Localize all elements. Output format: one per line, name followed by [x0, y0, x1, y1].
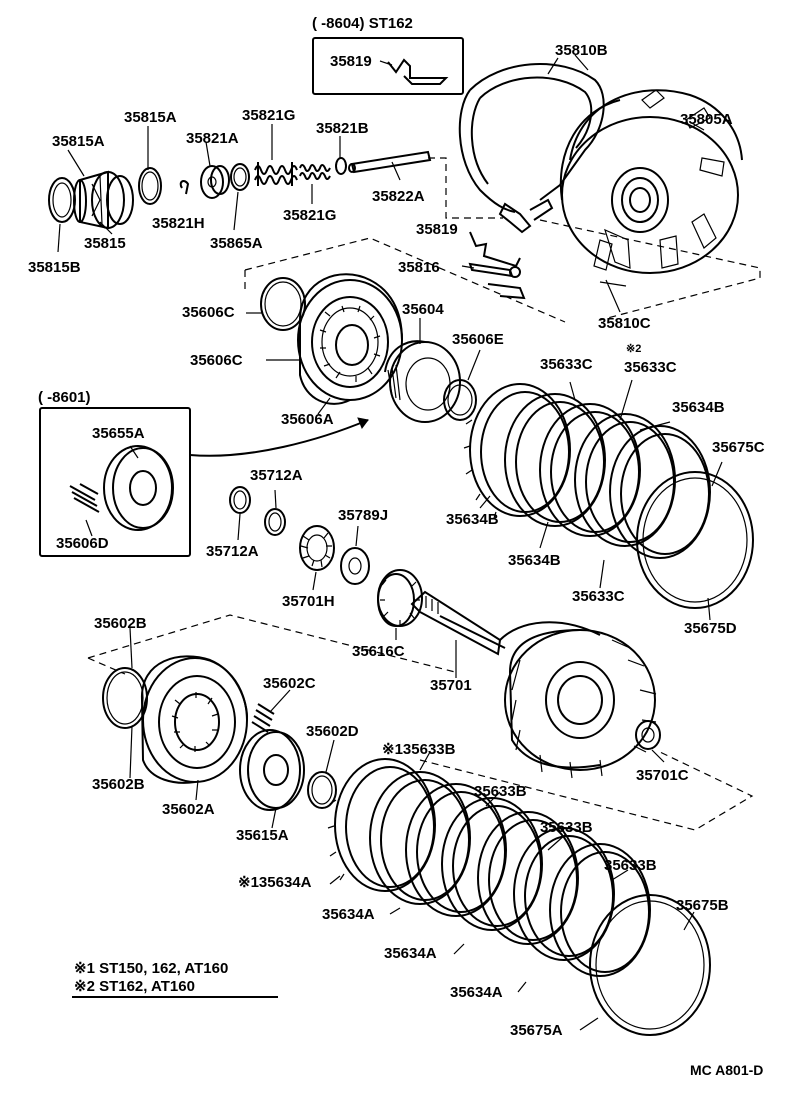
part-35634A-a: ※135634A	[238, 874, 312, 891]
part-35821A: 35821A	[186, 130, 239, 147]
part-35604: 35604	[402, 301, 444, 318]
plate-35655A-drawing	[69, 445, 174, 537]
top-range-frame	[312, 37, 464, 95]
part-35815B: 35815B	[28, 259, 81, 276]
part-35634A-c: 35634A	[384, 945, 437, 962]
part-35602A: 35602A	[162, 801, 215, 818]
part-35810B: 35810B	[555, 42, 608, 59]
part-35822A: 35822A	[372, 188, 425, 205]
part-35815: 35815	[84, 235, 126, 252]
part-35821G-b: 35821G	[283, 207, 337, 224]
drum-35805A-drawing	[559, 89, 743, 274]
left-range-label: ( -8601)	[38, 389, 91, 406]
band-35810B-drawing	[458, 63, 605, 234]
part-35606E: 35606E	[452, 331, 504, 348]
drum-35602-drawing	[102, 655, 337, 811]
part-35634B-b: 35634B	[446, 511, 499, 528]
part-35816: 35816	[398, 259, 440, 276]
part-35819-mid: 35819	[416, 221, 458, 238]
part-35815A-a: 35815A	[52, 133, 105, 150]
part-35615A: 35615A	[236, 827, 289, 844]
part-35712A-a: 35712A	[250, 467, 303, 484]
part-35634B-a: 35634B	[672, 399, 725, 416]
part-35819-top: 35819	[330, 53, 372, 70]
clutch-drum-35606-drawing	[260, 273, 477, 423]
part-35865A: 35865A	[210, 235, 263, 252]
part-35634B-c: 35634B	[508, 552, 561, 569]
part-35602D: 35602D	[306, 723, 359, 740]
part-35675C: 35675C	[712, 439, 765, 456]
wire-35819-mid	[469, 231, 521, 268]
part-35712A-b: 35712A	[206, 543, 259, 560]
part-35606D: 35606D	[56, 535, 109, 552]
part-35606A: 35606A	[281, 411, 334, 428]
part-35633B-d: 35633B	[604, 857, 657, 874]
part-35815A-b: 35815A	[124, 109, 177, 126]
part-35602B-a: 35602B	[94, 615, 147, 632]
part-35821B: 35821B	[316, 120, 369, 137]
shaft-35701-drawing	[377, 569, 657, 779]
wire-35819-top	[387, 58, 449, 85]
part-35633C-c: 35633C	[572, 588, 625, 605]
ring-35616C-drawing	[377, 573, 415, 627]
part-35633B-a: ※135633B	[382, 741, 456, 758]
part-35633C-b-mark: ※2	[626, 343, 642, 355]
figure-code: MC A801-D	[690, 1062, 764, 1078]
part-35701H: 35701H	[282, 593, 335, 610]
part-35675A: 35675A	[510, 1022, 563, 1039]
washers-drawing	[229, 486, 370, 585]
part-35701C: 35701C	[636, 767, 689, 784]
part-35633B-c: 35633B	[540, 819, 593, 836]
part-35810C: 35810C	[598, 315, 651, 332]
part-35675B: 35675B	[676, 897, 729, 914]
servo-parts-drawing	[48, 150, 432, 230]
part-35602C: 35602C	[263, 675, 316, 692]
part-35675D: 35675D	[684, 620, 737, 637]
part-35633B-b: 35633B	[474, 783, 527, 800]
note-1: ※1 ST150, 162, AT160	[74, 960, 229, 977]
top-range-label: ( -8604) ST162	[312, 15, 413, 32]
part-35655A: 35655A	[92, 425, 145, 442]
part-35602B-b: 35602B	[92, 776, 145, 793]
note-2: ※2 ST162, AT160	[74, 978, 195, 995]
clutch-pack-C-drawing	[463, 383, 754, 609]
part-35821G-a: 35821G	[242, 107, 296, 124]
part-35701: 35701	[430, 677, 472, 694]
part-35789J: 35789J	[338, 507, 389, 524]
part-35606C-a: 35606C	[182, 304, 235, 321]
part-35821H: 35821H	[152, 215, 205, 232]
part-35633C-b: 35633C	[624, 359, 677, 376]
clutch-pack-B-drawing	[327, 758, 711, 1036]
part-35634A-d: 35634A	[450, 984, 503, 1001]
left-range-frame	[39, 407, 191, 557]
part-35805A: 35805A	[680, 111, 733, 128]
part-35633C-a: 35633C	[540, 356, 593, 373]
part-35606C-b: 35606C	[190, 352, 243, 369]
part-35634A-b: 35634A	[322, 906, 375, 923]
part-35616C: 35616C	[352, 643, 405, 660]
